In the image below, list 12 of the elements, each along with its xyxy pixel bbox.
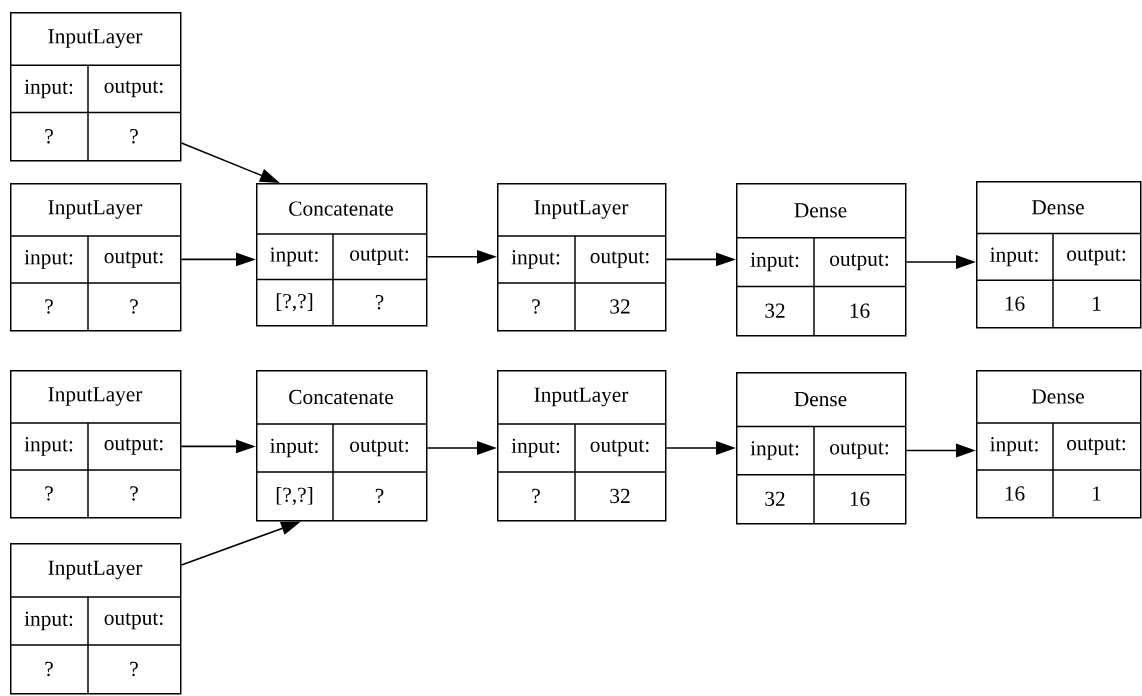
layer-box: Dense input: output: 16 1 (975, 181, 1142, 329)
layer-box: Dense input: output: 32 16 (735, 372, 907, 525)
layer-box: Dense input: output: 32 16 (735, 183, 907, 337)
layer-box: InputLayer input: output: ? ? (9, 12, 182, 162)
layer-box: Dense input: output: 16 1 (975, 370, 1142, 519)
layer-box: Concatenate input: output: [?,?] ? (255, 183, 428, 327)
layer-box: InputLayer input: output: ? ? (9, 370, 182, 519)
layer-box: InputLayer input: output: ? 32 (496, 183, 667, 332)
layer-box: Concatenate input: output: [?,?] ? (255, 370, 428, 522)
layer-box: InputLayer input: output: ? ? (9, 543, 182, 695)
layer-box: InputLayer input: output: ? ? (9, 183, 182, 332)
layer-box: InputLayer input: output: ? 32 (496, 370, 667, 522)
